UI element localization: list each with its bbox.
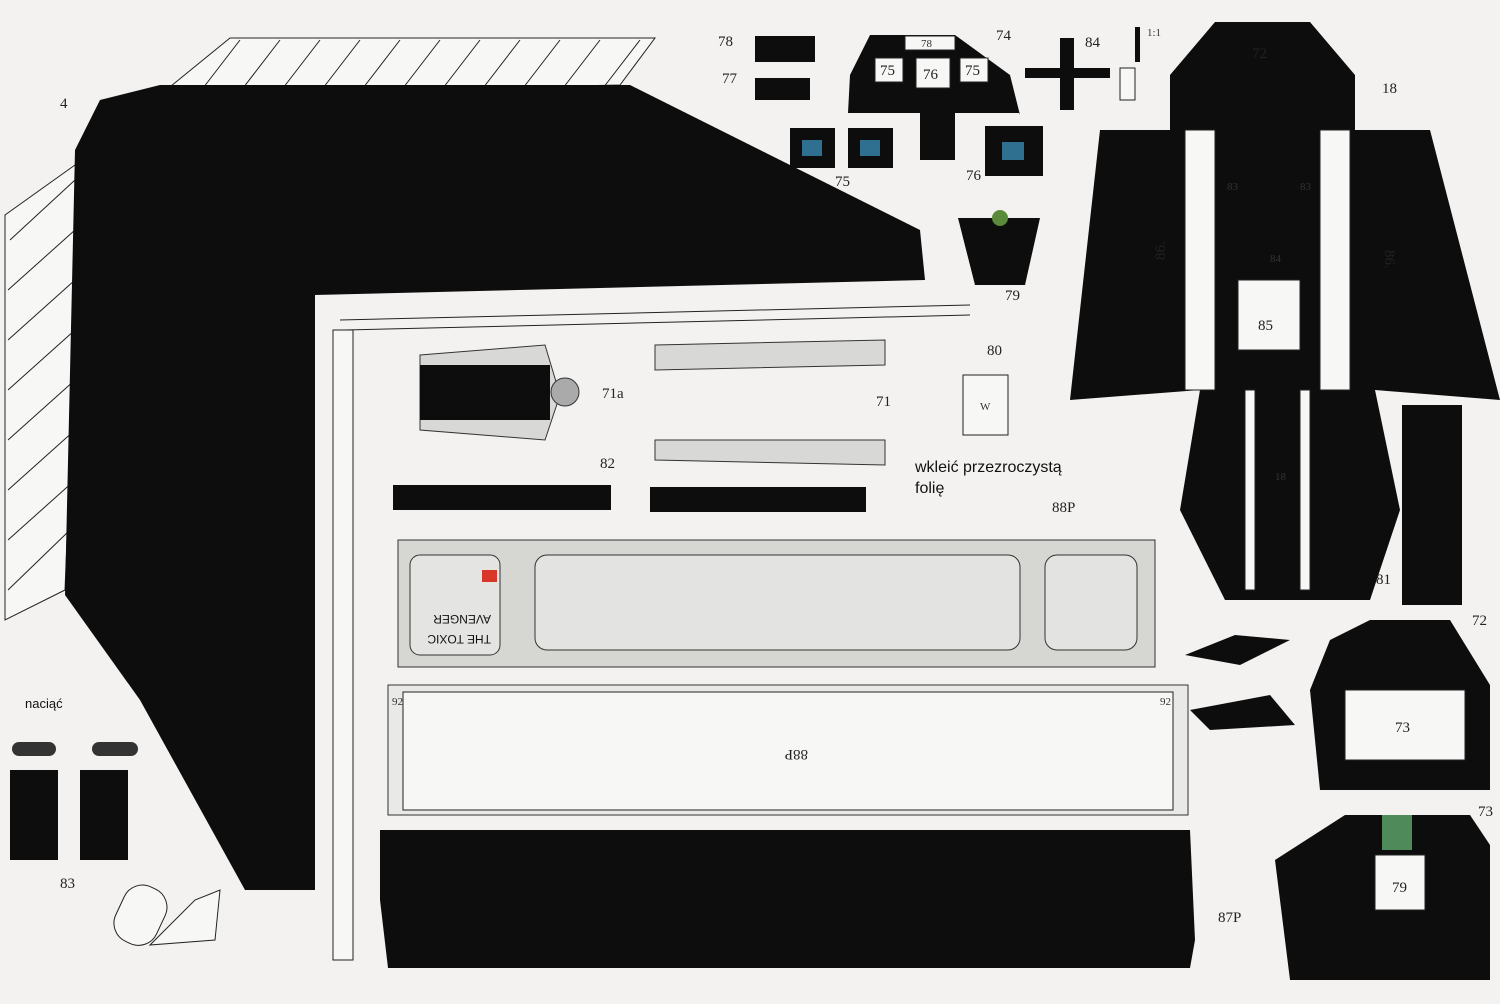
part-88P: THE TOXIC AVENGER bbox=[397, 539, 1156, 668]
label-79: 79 bbox=[1005, 288, 1020, 304]
part-80 bbox=[962, 374, 1009, 436]
label-74-78: 78 bbox=[921, 38, 933, 50]
label-88P-inner: 88P bbox=[785, 746, 808, 762]
label-75: 75 bbox=[835, 174, 850, 190]
part-79 bbox=[958, 218, 1040, 285]
label-71: 71 bbox=[876, 394, 891, 410]
label-81: 81 bbox=[1376, 572, 1391, 588]
label-18-rot: 18 bbox=[1275, 471, 1287, 483]
label-83b: 83 bbox=[1300, 181, 1312, 193]
label-82: 82 bbox=[600, 456, 615, 472]
screens bbox=[790, 126, 1043, 176]
part-82a bbox=[393, 485, 611, 510]
label-88P: 88P bbox=[1052, 500, 1075, 516]
label-18: 18 bbox=[1382, 81, 1397, 97]
part-4 bbox=[4, 37, 925, 890]
label-74-75b: 75 bbox=[965, 63, 980, 79]
instruction-window-film-1: wkleić przezroczystą bbox=[914, 459, 1062, 476]
label-72: 72 bbox=[1472, 613, 1487, 629]
label-74: 74 bbox=[996, 28, 1012, 44]
instruction-window-film-2: folię bbox=[915, 480, 944, 497]
label-4: 4 bbox=[60, 96, 68, 112]
label-84: 84 bbox=[1085, 35, 1101, 51]
label-73b: 73 bbox=[1478, 804, 1493, 820]
part-82b bbox=[650, 487, 866, 512]
label-86b: 86. bbox=[1381, 250, 1397, 269]
part-87P bbox=[380, 830, 1195, 968]
label-87P: 87P bbox=[1218, 910, 1241, 926]
label-86a: 86. bbox=[1153, 241, 1169, 260]
label-76: 76 bbox=[966, 168, 982, 184]
part-71 bbox=[654, 339, 886, 466]
decal-line2: AVENGER bbox=[433, 612, 491, 626]
label-83: 83 bbox=[60, 876, 75, 892]
label-scale: 1:1 bbox=[1147, 27, 1161, 39]
label-85: 85 bbox=[1258, 318, 1273, 334]
label-83a: 83 bbox=[1227, 181, 1239, 193]
label-92a: 92 bbox=[392, 696, 403, 708]
label-92b: 92 bbox=[1160, 696, 1171, 708]
label-74-76: 76 bbox=[923, 67, 939, 83]
label-77: 77 bbox=[722, 71, 738, 87]
part-77 bbox=[755, 78, 810, 100]
part-83b bbox=[80, 770, 128, 860]
decal-line1: THE TOXIC bbox=[427, 632, 491, 646]
label-71a: 71a bbox=[602, 386, 624, 402]
part-74-instrument-panel: 78 75 76 75 bbox=[848, 35, 1020, 160]
part-88P-inner bbox=[402, 691, 1174, 811]
label-72-top: 72 bbox=[1252, 46, 1267, 62]
label-80-w: W bbox=[980, 401, 991, 413]
part-78 bbox=[755, 36, 815, 62]
label-78: 78 bbox=[718, 34, 733, 50]
label-84-small: 84 bbox=[1270, 253, 1282, 265]
label-80: 80 bbox=[987, 343, 1002, 359]
label-79b: 79 bbox=[1392, 880, 1407, 896]
part-83a bbox=[10, 770, 58, 860]
part-71a bbox=[419, 344, 580, 441]
instruction-cut: naciąć bbox=[25, 696, 63, 711]
label-74-75a: 75 bbox=[880, 63, 895, 79]
part-18-floor: 72 83 83 86. 86. 84 85 18 bbox=[1070, 22, 1500, 600]
part-81 bbox=[1402, 405, 1462, 605]
label-73a: 73 bbox=[1395, 720, 1410, 736]
